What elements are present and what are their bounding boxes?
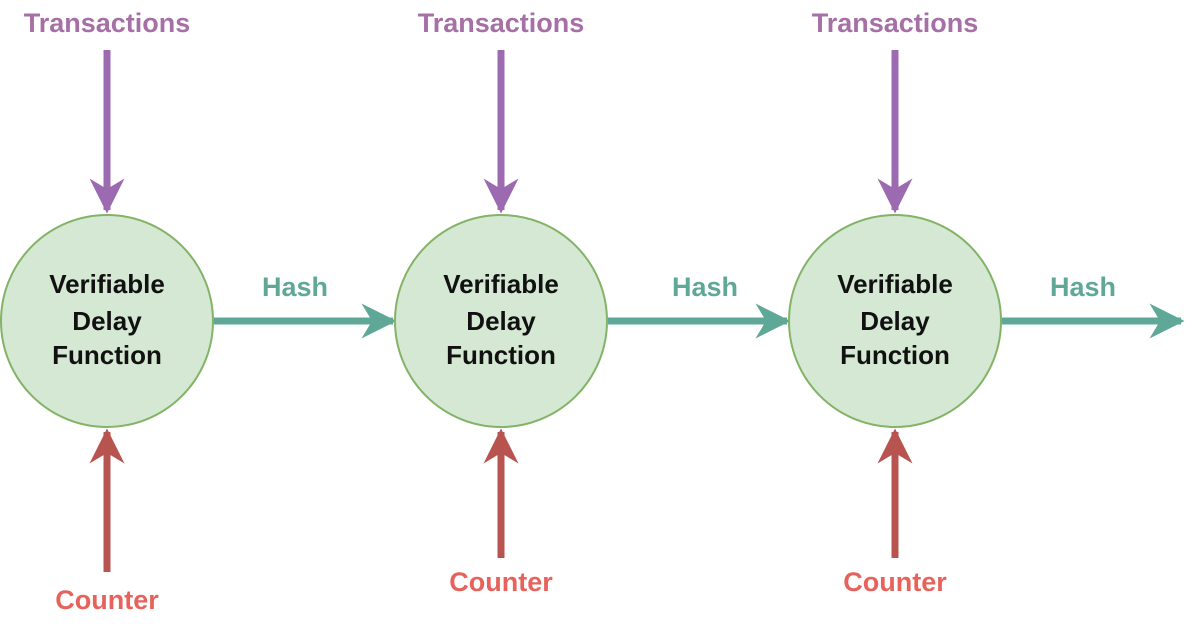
hash-label: Hash xyxy=(1050,272,1116,302)
node-label-line-3: Function xyxy=(840,340,950,370)
hash-label: Hash xyxy=(262,272,328,302)
node-label-line-1: Verifiable xyxy=(837,269,953,299)
counter-label: Counter xyxy=(55,585,159,615)
hash-label: Hash xyxy=(672,272,738,302)
node-label-line-3: Function xyxy=(446,340,556,370)
transactions-label: Transactions xyxy=(812,8,979,38)
node-label-line-2: Delay xyxy=(860,306,930,336)
stage-2: Transactions Verifiable Delay Function C… xyxy=(394,8,791,597)
vdf-node xyxy=(394,214,608,428)
node-label-line-1: Verifiable xyxy=(49,269,165,299)
counter-label: Counter xyxy=(449,567,553,597)
transactions-label: Transactions xyxy=(418,8,585,38)
vdf-node xyxy=(788,214,1002,428)
vdf-node xyxy=(0,214,214,428)
node-label-line-3: Function xyxy=(52,340,162,370)
stage-1: Transactions Verifiable Delay Function C… xyxy=(0,8,397,615)
counter-label: Counter xyxy=(843,567,947,597)
node-label-line-2: Delay xyxy=(466,306,536,336)
stage-3: Transactions Verifiable Delay Function C… xyxy=(788,8,1185,597)
transactions-label: Transactions xyxy=(24,8,191,38)
node-label-line-2: Delay xyxy=(72,306,142,336)
node-label-line-1: Verifiable xyxy=(443,269,559,299)
